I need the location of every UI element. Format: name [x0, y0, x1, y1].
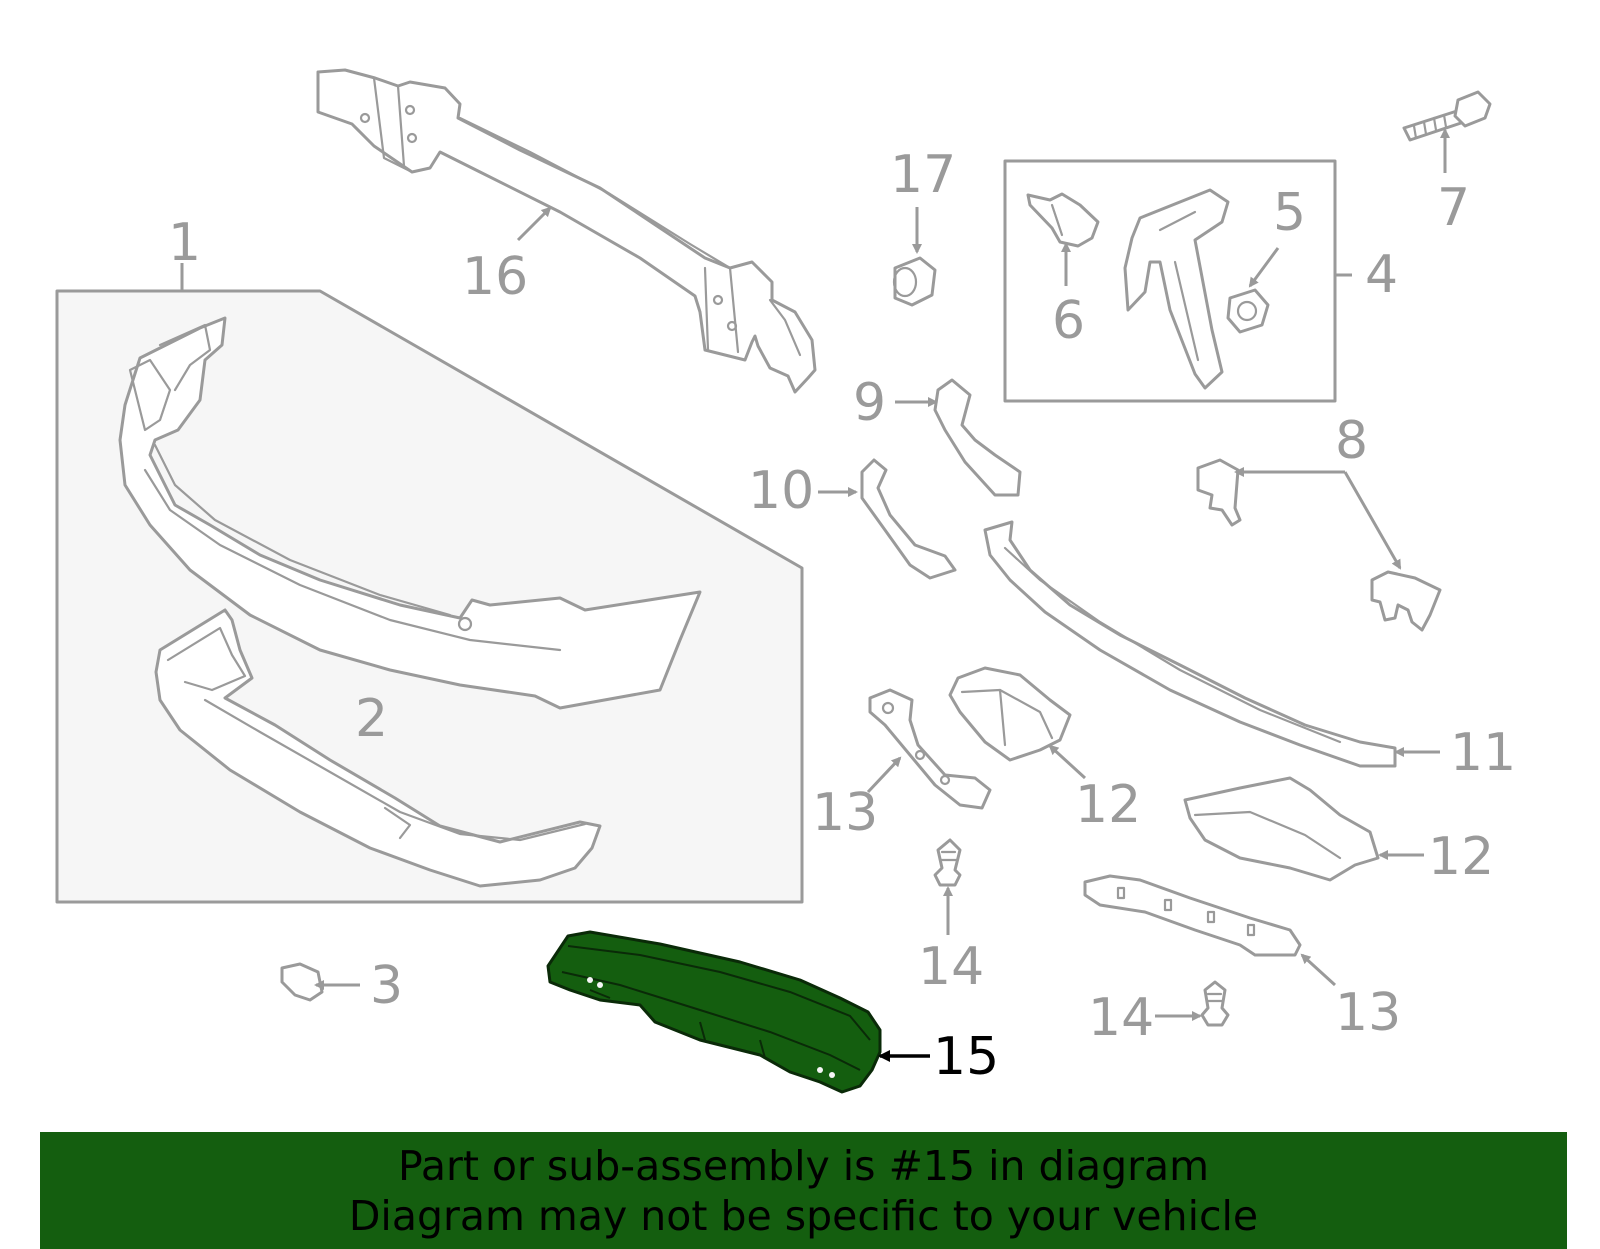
callout-4: 4 [1365, 245, 1398, 305]
lower-valance-part [154, 608, 602, 888]
callout-13-right: 13 [1335, 983, 1401, 1043]
callout-12-upper: 12 [1075, 775, 1141, 835]
bumper-cover-part [118, 316, 702, 710]
screw-14-upper-part [933, 838, 962, 887]
callout-6: 6 [1052, 291, 1085, 351]
callout-8: 8 [1335, 411, 1368, 471]
leader-13a [866, 756, 902, 794]
callout-16: 16 [462, 247, 528, 307]
callout-10: 10 [748, 461, 814, 521]
banner-line-2: Diagram may not be specific to your vehi… [348, 1191, 1259, 1240]
callout-5: 5 [1273, 183, 1306, 243]
side-bracket-part [1123, 188, 1230, 390]
callout-17: 17 [890, 145, 956, 205]
callout-12-lower: 12 [1428, 827, 1494, 887]
absorber-12-upper-part [948, 666, 1072, 762]
callout-11: 11 [1450, 723, 1516, 783]
nut-5-part [1226, 288, 1270, 334]
callout-14-upper: 14 [918, 937, 984, 997]
callout-2: 2 [355, 689, 388, 749]
callout-9: 9 [853, 373, 886, 433]
absorber-12-lower-part [1183, 776, 1380, 882]
callout-14-lower: 14 [1088, 988, 1154, 1048]
callout-13-left: 13 [812, 783, 878, 843]
bracket-13-left-part [868, 688, 992, 810]
callout-1: 1 [168, 213, 201, 273]
bracket-9-part [933, 378, 1022, 497]
banner-line-1: Part or sub-assembly is #15 in diagram [397, 1141, 1210, 1190]
callout-7: 7 [1437, 178, 1470, 238]
leader-16 [516, 206, 552, 242]
skid-plate-15-part [546, 930, 882, 1094]
bracket-10-part [860, 458, 957, 580]
clip-6-part [1026, 192, 1100, 248]
cap-3-part [280, 962, 324, 1002]
info-banner: Part or sub-assembly is #15 in diagram D… [40, 1132, 1567, 1249]
bracket-13-right-part [1083, 874, 1302, 957]
leader-13b [1300, 953, 1337, 987]
leader-12a [1048, 744, 1087, 780]
screw-14-lower-part [1200, 980, 1230, 1027]
reinforcement-beam-part [316, 68, 817, 394]
leader-5 [1248, 247, 1280, 288]
callout-15: 15 [933, 1027, 999, 1087]
callout-3: 3 [370, 956, 403, 1016]
bracket-8-upper-part [1196, 458, 1242, 527]
nut-17-part [892, 256, 937, 307]
leader-8b [1343, 471, 1402, 570]
bracket-8-lower-part [1370, 570, 1442, 632]
bolt-7-part [1402, 90, 1492, 142]
